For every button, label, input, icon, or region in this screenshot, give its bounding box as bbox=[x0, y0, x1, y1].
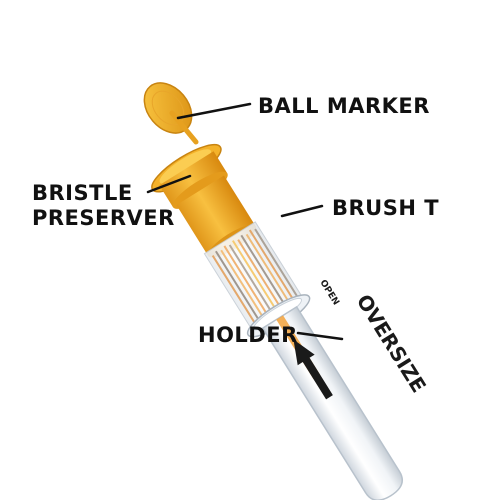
brand-print: OPEN bbox=[317, 278, 340, 307]
ball-marker-pin bbox=[169, 110, 199, 145]
size-print: OVERSIZE bbox=[352, 290, 431, 397]
leader-holder bbox=[296, 331, 344, 341]
callout-bristle-preserver-line1: BRISTLE bbox=[32, 181, 133, 205]
callout-holder: HOLDER bbox=[198, 323, 298, 347]
tee-body bbox=[151, 143, 403, 500]
direction-arrow-icon bbox=[293, 339, 333, 400]
callout-ball-marker: BALL MARKER bbox=[258, 94, 430, 118]
ball-marker-part bbox=[143, 82, 199, 145]
leader-bristle-preserver bbox=[146, 174, 192, 194]
callout-brush-t: BRUSH T bbox=[332, 196, 440, 220]
leader-ball-marker bbox=[176, 102, 252, 120]
leader-brush-t bbox=[280, 204, 324, 218]
leader-lines bbox=[146, 102, 344, 341]
callout-bristle-preserver: BRISTLE PRESERVER bbox=[32, 181, 175, 231]
ball-marker-disc bbox=[143, 82, 193, 134]
holder-tube bbox=[261, 305, 403, 500]
callout-bristle-preserver-line2: PRESERVER bbox=[32, 206, 175, 230]
brush-section bbox=[203, 221, 311, 338]
